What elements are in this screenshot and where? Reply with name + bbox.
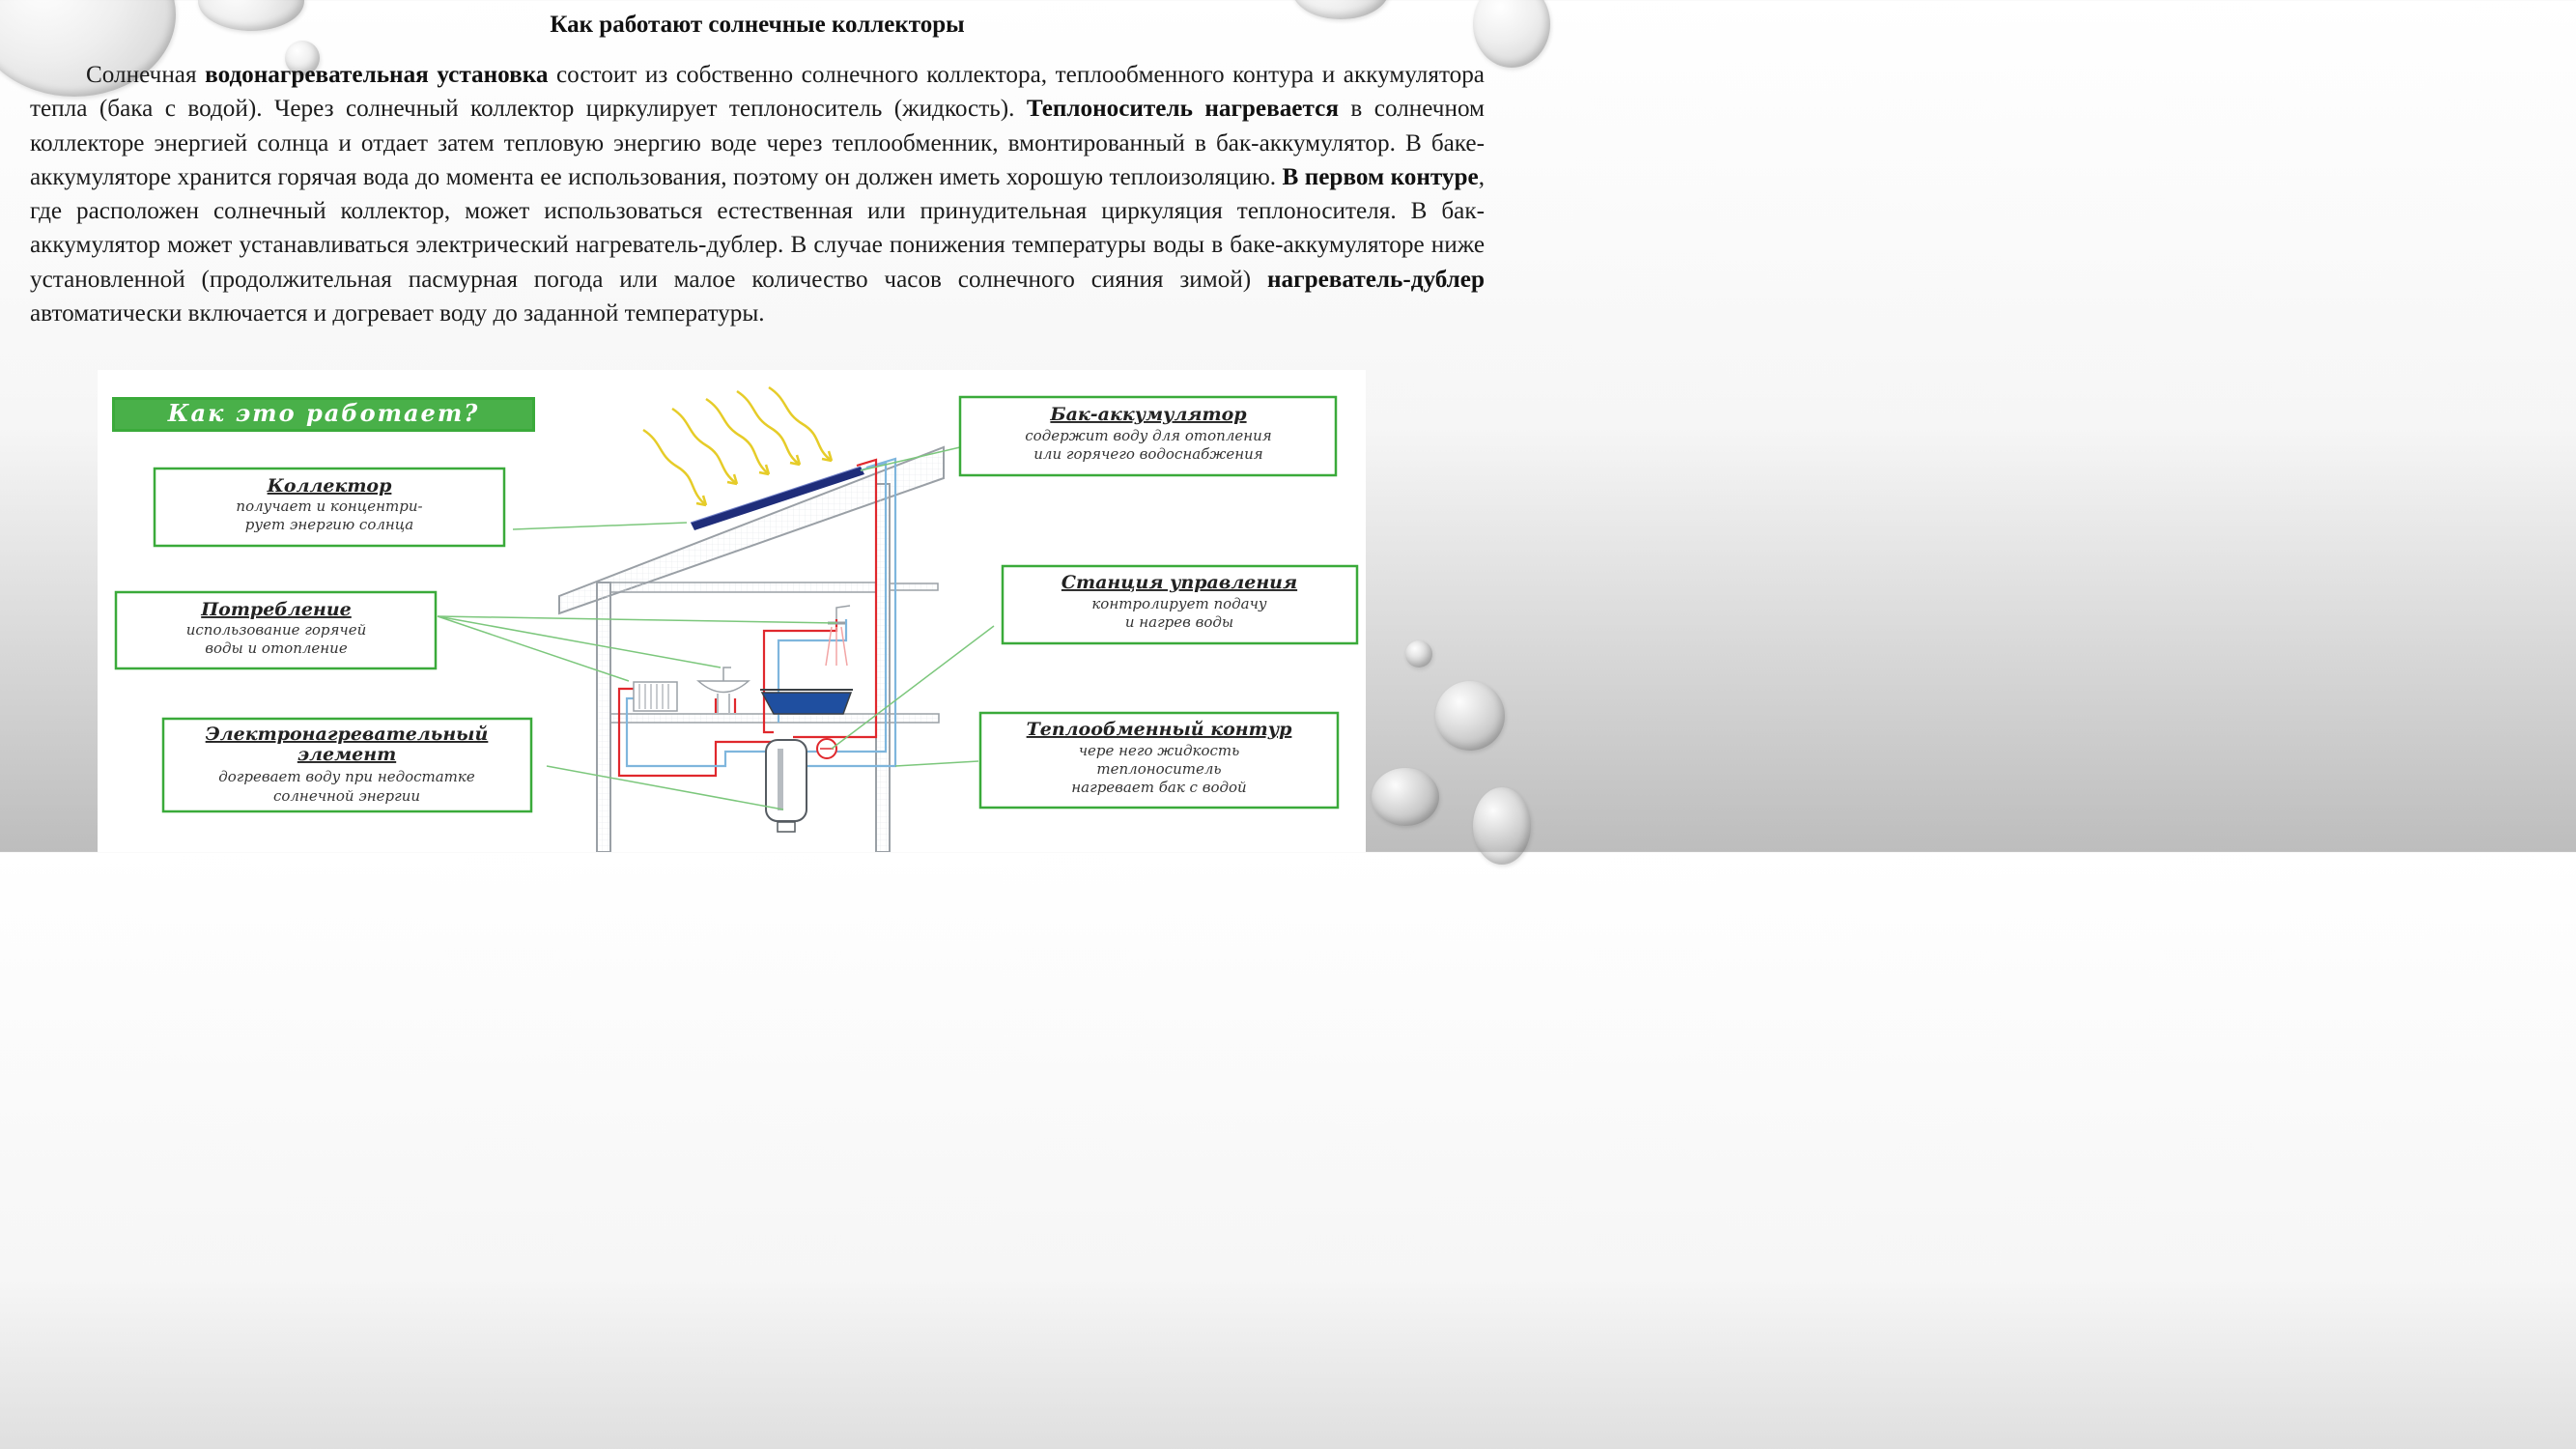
water-drop-decoration (1473, 0, 1550, 68)
water-drop-decoration (285, 41, 320, 75)
body-paragraph: Солнечная водонагревательная установка с… (30, 58, 1485, 330)
station-title: Станция управления (1062, 572, 1297, 593)
consumption-desc-2: воды и отопление (205, 639, 348, 657)
slide-title: Как работают солнечные коллекторы (550, 12, 965, 38)
water-drop-decoration (1292, 0, 1389, 19)
paragraph-text-run: автоматически включается и догревает вод… (30, 300, 765, 327)
solar-system-diagram: Как это работает? (98, 370, 1366, 852)
station-desc-2: и нагрев воды (1125, 613, 1233, 631)
pump-icon (816, 738, 837, 759)
collector-desc-2: рует энергию солнца (245, 516, 413, 533)
heater-desc-2: солнечной энергии (273, 787, 420, 805)
exchanger-title: Теплообменный контур (1027, 719, 1292, 740)
radiator-icon (633, 681, 678, 712)
tank-title: Бак-аккумулятор (1049, 404, 1247, 425)
tank-desc-1: содержит воду для отопления (1025, 427, 1271, 444)
heat-exchanger-callout: Теплообменный контур чере него жидкость … (978, 711, 1340, 810)
control-station-callout: Станция управления контролирует подачу и… (1001, 564, 1359, 645)
collector-callout: Коллектор получает и концентри- рует эне… (153, 467, 506, 548)
tank-callout: Бак-аккумулятор содержит воду для отопле… (958, 395, 1338, 477)
sink-icon (696, 667, 750, 714)
diagram-header-text: Как это работает? (167, 399, 480, 427)
paragraph-bold-run: В первом контуре (1282, 163, 1479, 190)
callout-lines (437, 446, 995, 810)
paragraph-bold-run: Теплоноситель нагревается (1026, 96, 1339, 123)
diagram-header: Как это работает? (112, 397, 535, 432)
water-drop-decoration (1372, 768, 1439, 826)
collector-desc-1: получает и концентри- (236, 497, 422, 515)
sun-rays-icon (642, 385, 834, 507)
collector-title: Коллектор (267, 475, 392, 497)
heater-desc-1: догревает воду при недостатке (218, 768, 475, 785)
heater-callout: Электронагревательный элемент догревает … (161, 717, 533, 813)
paragraph-bold-run: водонагревательная установка (205, 62, 549, 88)
tank-desc-2: или горячего водоснабжения (1033, 445, 1262, 463)
paragraph-text-run: , где расположен солнечный коллектор, мо… (30, 163, 1485, 293)
consumption-desc-1: использование горячей (186, 621, 367, 639)
heater-title-1: Электронагревательный (206, 724, 489, 745)
exchanger-desc-2: теплоноситель (1096, 760, 1221, 778)
paragraph-bold-run: нагреватель-дублер (1267, 266, 1485, 293)
paragraph-text-run: в солнечном коллекторе энергией солнца и… (30, 96, 1485, 190)
station-desc-1: контролирует подачу (1091, 595, 1267, 612)
paragraph-text-run: Солнечная (86, 62, 206, 88)
exchanger-desc-3: нагревает бак с водой (1071, 779, 1246, 796)
bathtub-icon (760, 689, 853, 715)
tank-icon (765, 739, 807, 833)
heater-title-2: элемент (297, 744, 396, 765)
water-drop-decoration (1473, 787, 1531, 865)
consumption-title: Потребление (200, 599, 352, 620)
diagram-svg: Как это работает? (112, 385, 1359, 852)
solar-panel-icon (690, 466, 864, 530)
water-drop-decoration (1435, 681, 1505, 751)
water-drop-decoration (1405, 640, 1432, 668)
exchanger-desc-1: чере него жидкость (1079, 742, 1240, 759)
consumption-callout: Потребление использование горячей воды и… (114, 590, 438, 670)
paragraph-text-run: состоит из собственно солнечного коллект… (30, 62, 1485, 123)
